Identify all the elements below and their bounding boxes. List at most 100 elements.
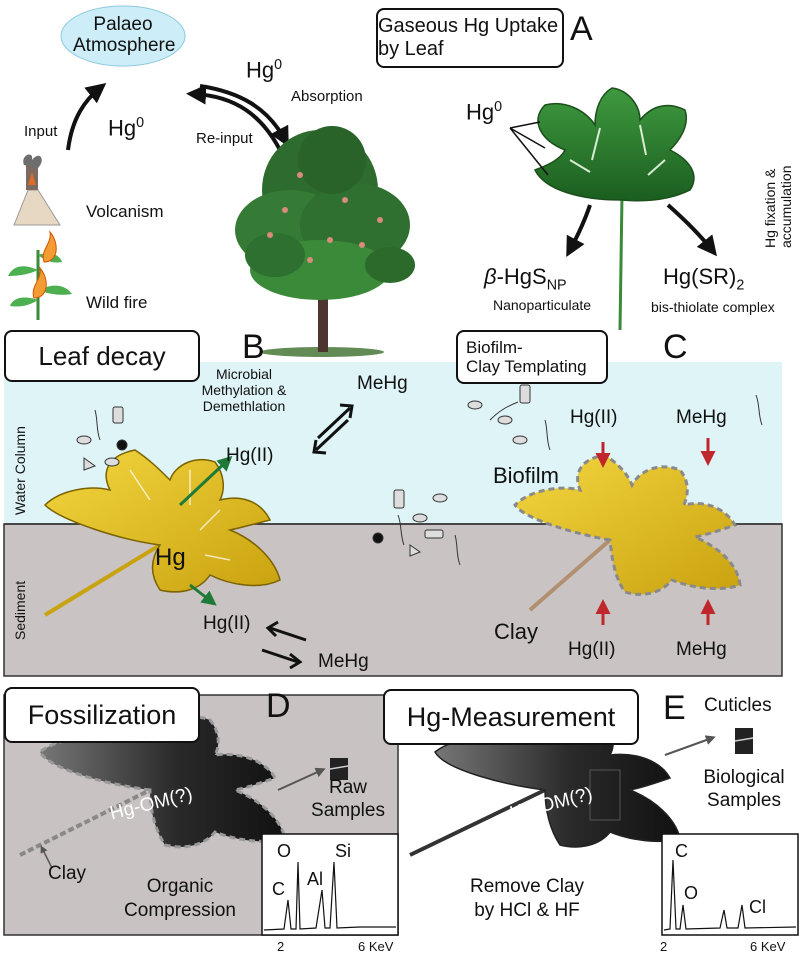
hg2-label-water: Hg(II) xyxy=(226,445,274,466)
reinput-label: Re-input xyxy=(196,130,253,147)
biofilm-label: Biofilm xyxy=(493,463,560,488)
nanoparticulate-label: Nanoparticulate xyxy=(493,297,592,313)
hg0-text: Hg xyxy=(246,57,275,83)
hg0-text: Hg xyxy=(108,115,137,141)
clay-label-d: Clay xyxy=(48,863,87,884)
wildfire-icon xyxy=(8,230,72,320)
organic-compression-label: Organic Compression xyxy=(112,875,248,923)
hg0-label-top: Hg0 xyxy=(246,58,282,81)
raw-line-1: Raw xyxy=(328,777,367,798)
peak-cl-e: Cl xyxy=(749,897,766,917)
axis-2-e: 2 xyxy=(660,939,668,954)
beta-hgs-label: β-HgSNP xyxy=(484,266,567,293)
organic-line-2: Compression xyxy=(124,900,236,921)
panel-e-title-box: Hg-Measurement xyxy=(383,689,639,745)
panel-c-title-box: Biofilm- Clay Templating xyxy=(456,330,608,384)
spectrum-e-trace xyxy=(663,859,797,931)
raw-sample-icon xyxy=(329,758,349,780)
beta-sub: NP xyxy=(546,277,567,294)
peak-o-d: O xyxy=(277,841,292,861)
hg2-label-c-top: Hg(II) xyxy=(570,407,618,428)
cuticle-arrow xyxy=(664,735,716,756)
hg0-pointer-lines xyxy=(509,121,549,176)
cuticle-icon xyxy=(734,728,754,754)
panel-d-title: Fossilization xyxy=(27,699,177,730)
panel-c-letter: C xyxy=(663,328,688,366)
organic-line-1: Organic xyxy=(146,876,214,897)
hg0-label-leaf: Hg0 xyxy=(466,100,502,123)
fixation-arrow-right xyxy=(666,203,717,257)
axis-6kev-e: 6 KeV xyxy=(750,939,786,954)
fixation-arrow-left xyxy=(566,204,592,258)
microbial-line-3: Demethlation xyxy=(202,398,286,414)
atmosphere-ellipse xyxy=(60,5,186,67)
fixation-label: Hg fixation & accumulation xyxy=(762,98,794,249)
release-arrow-up xyxy=(178,455,233,507)
panel-a-letter: A xyxy=(570,10,593,48)
clay-pointer-arrow xyxy=(40,845,53,869)
raw-samples-label: Raw Samples xyxy=(308,776,388,822)
sediment-label: Sediment xyxy=(12,580,28,640)
panel-d-letter: D xyxy=(266,687,291,725)
mehg-label-sediment: MeHg xyxy=(318,651,369,672)
hg0-sup: 0 xyxy=(274,57,283,73)
beta-main: -HgS xyxy=(496,264,547,289)
panel-c-title-line-2: Clay Templating xyxy=(466,357,587,376)
peak-c-d: C xyxy=(272,879,285,899)
cuticles-label: Cuticles xyxy=(704,695,772,716)
mehg-label-c-top: MeHg xyxy=(676,407,727,428)
red-arrows xyxy=(595,438,716,625)
methylation-arrows-water xyxy=(312,403,354,455)
peak-al-d: Al xyxy=(307,869,324,889)
microbes-cluster xyxy=(76,384,763,566)
absorption-arrow xyxy=(199,84,289,148)
remove-clay-label: Remove Clay by HCl & HF xyxy=(462,875,592,923)
spectrum-d-trace xyxy=(263,861,396,931)
biological-samples-label: Biological Samples xyxy=(688,766,800,812)
peak-o-e: O xyxy=(684,883,699,903)
panel-e-letter: E xyxy=(663,689,686,727)
hgsr-label: Hg(SR)2 xyxy=(663,266,744,293)
panel-a-title: Gaseous Hg Uptake by Leaf xyxy=(378,15,559,60)
hg0-text: Hg xyxy=(466,99,495,125)
axis-2-d: 2 xyxy=(277,939,285,954)
atmosphere-label: Palaeo Atmosphere xyxy=(73,14,176,56)
atmosphere-line-2: Atmosphere xyxy=(73,35,176,56)
hg0-label-left: Hg0 xyxy=(108,116,144,139)
microbial-line-1: Microbial xyxy=(215,366,272,382)
microbial-label: Microbial Methylation & Demethlation xyxy=(186,366,302,414)
panel-d-title-box: Fossilization xyxy=(4,687,200,743)
remove-line-1: Remove Clay xyxy=(469,876,585,897)
panel-b-title: Leaf decay xyxy=(38,340,166,371)
remove-line-2: by HCl & HF xyxy=(474,900,580,921)
volcano-icon xyxy=(13,154,61,226)
wildfire-label: Wild fire xyxy=(86,293,148,312)
bis-thiolate-label: bis-thiolate complex xyxy=(651,299,775,315)
input-label: Input xyxy=(24,123,58,140)
panel-e-title: Hg-Measurement xyxy=(406,701,616,732)
hg-label-leaf: Hg xyxy=(155,544,186,571)
hgsr-sub: 2 xyxy=(736,277,745,294)
bio-line-2: Samples xyxy=(707,790,781,811)
beta-symbol: β xyxy=(484,264,497,289)
bio-line-1: Biological xyxy=(703,767,785,788)
hg0-sup: 0 xyxy=(136,115,145,131)
release-arrow-down xyxy=(189,583,217,606)
panel-b-title-box: Leaf decay xyxy=(4,330,200,382)
panel-b-letter: B xyxy=(242,328,265,366)
input-arrow xyxy=(66,83,107,151)
peak-si-d: Si xyxy=(335,841,352,861)
green-leaf xyxy=(533,87,695,331)
microbial-line-2: Methylation & xyxy=(201,382,287,398)
panel-c-title-line-1: Biofilm- xyxy=(466,338,523,357)
absorption-label: Absorption xyxy=(291,88,363,105)
mehg-label-water: MeHg xyxy=(357,373,408,394)
peak-c-e: C xyxy=(675,841,688,861)
methylation-arrows-sediment xyxy=(261,620,307,670)
fixation-line-1: Hg fixation & xyxy=(762,168,778,248)
panel-a-title-box: Gaseous Hg Uptake by Leaf xyxy=(376,8,564,68)
hg0-sup: 0 xyxy=(494,99,503,115)
fixation-line-2: accumulation xyxy=(778,165,794,249)
volcanism-label: Volcanism xyxy=(86,202,164,221)
clay-label-c: Clay xyxy=(494,619,539,644)
